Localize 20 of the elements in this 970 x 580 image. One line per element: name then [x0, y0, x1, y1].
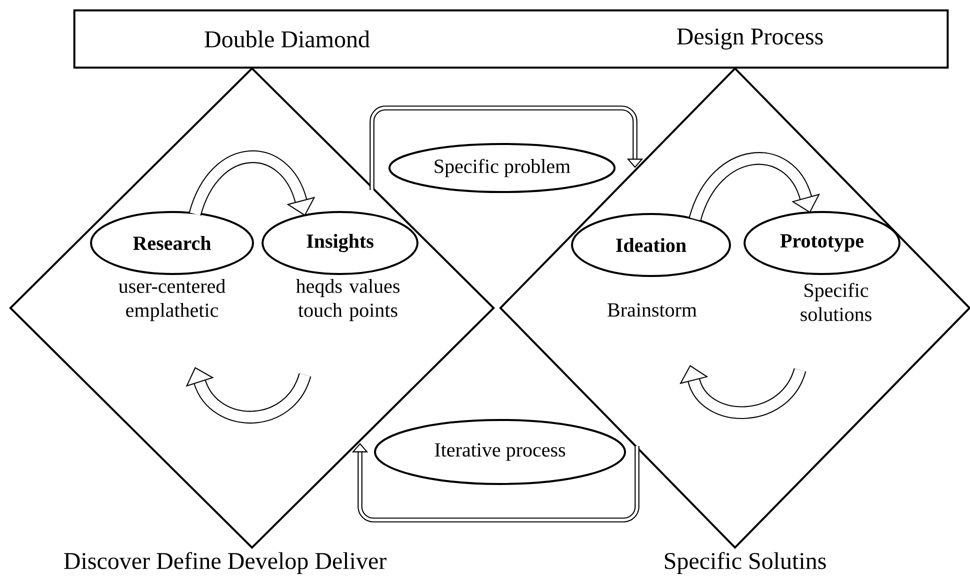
ellipse-node: Research	[90, 211, 254, 275]
stage-label: Specific Solutins	[664, 552, 826, 574]
arrow	[188, 150, 316, 216]
title-band	[73, 9, 949, 69]
ellipse-node: Ideation	[571, 213, 731, 277]
arrow	[688, 152, 820, 222]
description-text: Brainstorm	[608, 303, 697, 317]
stage-label: Discover Define Develop Deliver	[64, 552, 386, 574]
description-text: user-centered emplathetic	[118, 278, 226, 322]
ellipse-node: Insights	[262, 211, 418, 275]
arrow	[352, 443, 640, 522]
arrow	[370, 106, 644, 190]
description-text: heqds values touch points	[296, 278, 400, 322]
diamond-shape	[499, 66, 970, 549]
title-text: Double Diamond	[204, 30, 370, 48]
ellipse-node: Specific problem	[388, 143, 616, 193]
ellipse-node: Iterative process	[374, 419, 626, 485]
ellipse-node: Prototype	[744, 211, 900, 275]
title-text: Design Process	[677, 28, 823, 50]
description-text: Specific solutions	[800, 282, 872, 322]
